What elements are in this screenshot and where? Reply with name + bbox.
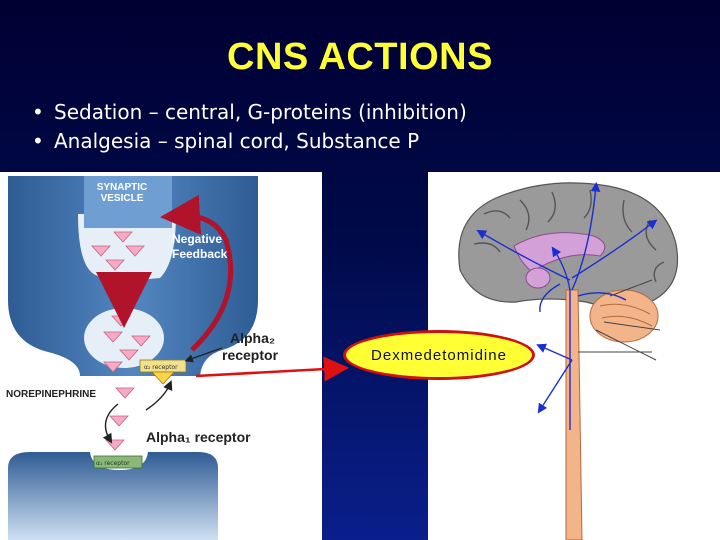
alpha1-small-label: α₁ receptor bbox=[96, 460, 130, 467]
feedback-label-2: Feedback bbox=[172, 247, 228, 261]
alpha1-label: Alpha₁ receptor bbox=[146, 429, 251, 445]
vesicle-label-1: SYNAPTIC bbox=[97, 182, 148, 193]
ne-binding-arrow bbox=[146, 384, 170, 410]
dexmedetomidine-label: Dexmedetomidine bbox=[343, 330, 535, 380]
dexmedetomidine-pointer-line bbox=[196, 368, 344, 376]
alpha2-receptor-site bbox=[152, 372, 174, 384]
alpha2-small-label: α₂ receptor bbox=[144, 364, 178, 371]
feedback-label-1: Negative bbox=[172, 232, 222, 246]
norepinephrine-label: NOREPINEPHRINE bbox=[6, 389, 96, 400]
alpha2-label-2: receptor bbox=[222, 347, 279, 363]
vesicle-label-2: VESICLE bbox=[101, 193, 144, 204]
alpha2-label-1: Alpha₂ bbox=[230, 330, 275, 346]
